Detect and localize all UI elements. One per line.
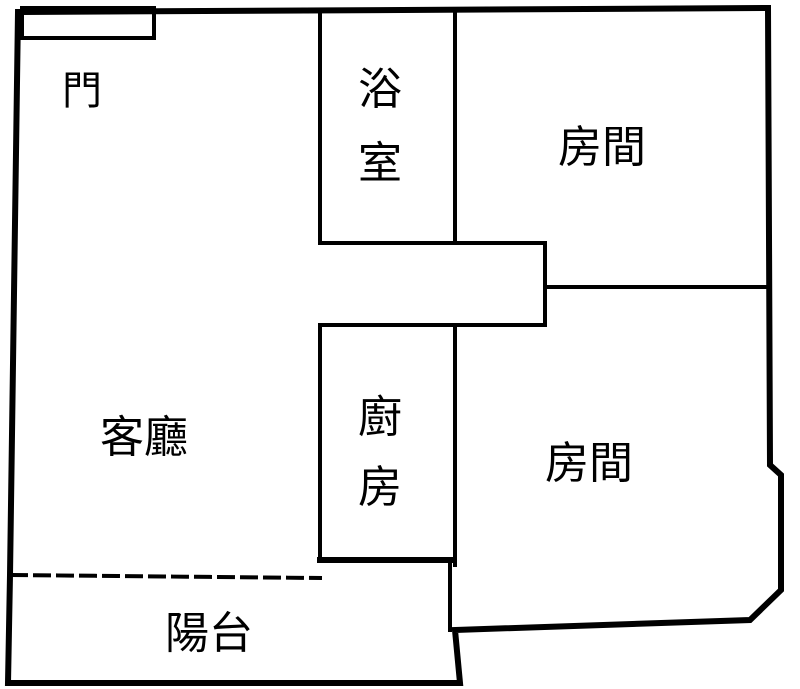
label-kitchen-2: 房 — [358, 462, 402, 513]
label-kitchen-1: 廚 — [358, 392, 402, 443]
label-bedroom-top: 房間 — [558, 122, 646, 173]
walls — [4, 4, 784, 686]
balcony-dashed-line — [9, 572, 323, 581]
label-balcony: 陽台 — [165, 608, 253, 659]
label-bathroom-2: 室 — [358, 138, 402, 189]
label-bedroom-bottom: 房間 — [545, 438, 633, 489]
corridor-wall — [318, 241, 547, 327]
label-bathroom-1: 浴 — [358, 64, 402, 115]
label-door: 門 — [62, 68, 102, 114]
door-block — [20, 6, 156, 40]
label-living-room: 客廳 — [100, 412, 188, 463]
outer-wall — [4, 4, 784, 686]
